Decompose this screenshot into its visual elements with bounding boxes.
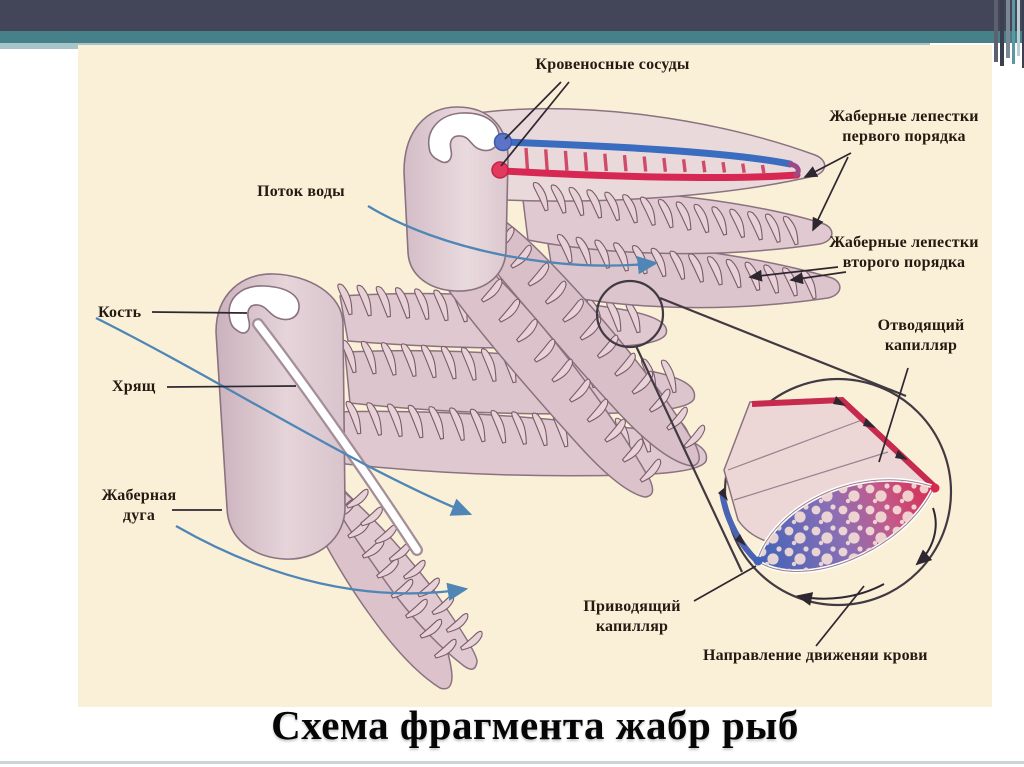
label-blood-vessels: Кровеносные сосуды <box>535 56 690 73</box>
upper-bone-shape <box>427 112 500 164</box>
label-filaments-first-order: Жаберные лепестки первого порядка <box>829 108 979 145</box>
red-vessel-dot <box>491 161 509 179</box>
label-blood-direction: Направление движеняи крови <box>703 647 928 664</box>
header-teal-bar <box>0 31 1024 43</box>
label-efferent-capillary: Отводящий капилляр <box>877 317 965 354</box>
lower-arch-cylinder <box>215 273 423 560</box>
header-navy-bar <box>0 0 1024 31</box>
footer-line <box>0 761 1024 764</box>
bone-shape <box>228 285 300 334</box>
label-afferent-capillary: Приводящий капилляр <box>583 598 681 635</box>
capillary-inset <box>718 377 953 607</box>
label-water-flow: Поток воды <box>257 183 345 200</box>
label-bone: Кость <box>98 304 142 321</box>
magnifier-leader <box>595 279 907 573</box>
pointer-lines <box>151 81 909 647</box>
upper-arch-cylinder <box>403 106 509 292</box>
corner-stripe-decor <box>990 0 1024 70</box>
water-flow-arrows <box>95 205 659 601</box>
blood-direction-arrows <box>796 507 937 606</box>
label-gill-arch: Жаберная дуга <box>101 487 177 524</box>
blood-vessels-ladder <box>491 132 801 182</box>
afferent-band <box>719 491 761 565</box>
label-filaments-second-order: Жаберные лепестки второго порядка <box>829 234 979 271</box>
highlight-circle <box>595 279 665 349</box>
slide-title: Схема фрагмента жабр рыб <box>271 702 799 748</box>
label-cartilage: Хрящ <box>112 378 156 395</box>
